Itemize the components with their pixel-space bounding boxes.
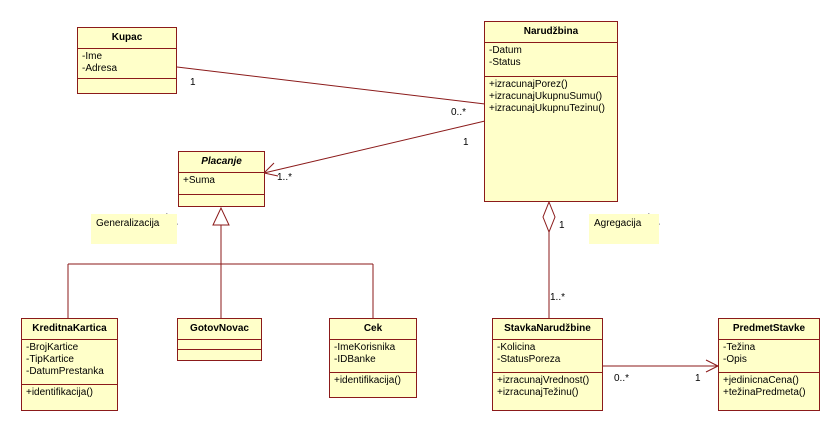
class-name: Placanje <box>179 152 264 173</box>
operation: +izracunajUkupnuTezinu() <box>489 103 605 114</box>
attribute: -DatumPrestanka <box>26 366 104 377</box>
multiplicity-placanje-end: 1..* <box>277 172 293 183</box>
operation: +jedinicnaCena() <box>723 375 799 386</box>
attributes-section <box>178 340 261 350</box>
attributes-section: -Datum -Status <box>485 43 617 77</box>
class-name: Narudžbina <box>485 22 617 43</box>
operation: +izracunajTežinu() <box>497 387 579 398</box>
note-agregacija[interactable]: Agregacija <box>589 214 659 244</box>
multiplicity-narudzbina-placanje-end: 1 <box>463 137 469 148</box>
multiplicity-narudzbina-kupac-end: 0..* <box>451 107 467 118</box>
class-predmet-stavke[interactable]: PredmetStavke -Težina -Opis +jedinicnaCe… <box>718 318 820 411</box>
class-placanje[interactable]: Placanje +Suma <box>178 151 265 207</box>
operation: +identifikacija() <box>26 387 93 398</box>
class-name: GotovNovac <box>178 319 261 340</box>
class-name: PredmetStavke <box>719 319 819 340</box>
attributes-section: -Ime -Adresa <box>78 49 176 79</box>
multiplicity-predmet-end: 1 <box>695 373 701 384</box>
aggregation-diamond <box>542 200 556 234</box>
attribute: -Težina <box>723 342 756 353</box>
attribute: -Opis <box>723 354 747 365</box>
operations-section: +jedinicnaCena() +težinaPredmeta() <box>719 373 819 401</box>
operations-section <box>178 350 261 361</box>
class-kupac[interactable]: Kupac -Ime -Adresa <box>77 27 177 94</box>
attribute: -Ime <box>82 51 102 62</box>
operations-section <box>179 195 264 206</box>
operations-section: +identifikacija() <box>330 373 416 389</box>
attribute: +Suma <box>183 175 215 186</box>
navigation-arrowhead <box>262 162 279 177</box>
class-name: KreditnaKartica <box>22 319 117 340</box>
multiplicity-kupac-end: 1 <box>190 77 196 88</box>
generalization-triangle <box>212 206 230 226</box>
attribute: -ImeKorisnika <box>334 342 396 353</box>
attribute: -StatusPoreza <box>497 354 561 365</box>
operation: +izracunajUkupnuSumu() <box>489 91 603 102</box>
operations-section: +identifikacija() <box>22 385 117 401</box>
attribute: -Adresa <box>82 63 118 74</box>
class-narudzbina[interactable]: Narudžbina -Datum -Status +izracunajPore… <box>484 21 618 202</box>
attributes-section: +Suma <box>179 173 264 195</box>
operations-section <box>78 79 176 87</box>
attributes-section: -Težina -Opis <box>719 340 819 373</box>
class-gotov-novac[interactable]: GotovNovac <box>177 318 262 361</box>
class-kreditna-kartica[interactable]: KreditnaKartica -BrojKartice -TipKartice… <box>21 318 118 411</box>
note-generalizacija[interactable]: Generalizacija <box>91 214 177 244</box>
attribute: -Kolicina <box>497 342 536 353</box>
attribute: -Status <box>489 57 521 68</box>
attribute: -BrojKartice <box>26 342 79 353</box>
operation: +izracunajPorez() <box>489 79 568 90</box>
association-kupac-narudzbina[interactable] <box>176 66 486 105</box>
multiplicity-narudzbina-stavka-end: 1 <box>559 220 565 231</box>
note-text: Agregacija <box>594 218 642 229</box>
operations-section: +izracunajPorez() +izracunajUkupnuSumu()… <box>485 77 617 117</box>
operation: +izracunajVrednost() <box>497 375 590 386</box>
attributes-section: -Kolicina -StatusPoreza <box>493 340 602 373</box>
multiplicity-stavka-end: 1..* <box>550 292 566 303</box>
class-cek[interactable]: Cek -ImeKorisnika -IDBanke +identifikaci… <box>329 318 417 398</box>
operations-section: +izracunajVrednost() +izracunajTežinu() <box>493 373 602 401</box>
attribute: -IDBanke <box>334 354 376 365</box>
generalization-tree[interactable] <box>67 225 374 318</box>
class-name: Kupac <box>78 28 176 49</box>
note-text: Generalizacija <box>96 218 160 229</box>
attributes-section: -ImeKorisnika -IDBanke <box>330 340 416 373</box>
attribute: -TipKartice <box>26 354 74 365</box>
attributes-section: -BrojKartice -TipKartice -DatumPrestanka <box>22 340 117 385</box>
class-name: StavkaNarudžbine <box>493 319 602 340</box>
class-stavka-narudzbine[interactable]: StavkaNarudžbine -Kolicina -StatusPoreza… <box>492 318 603 411</box>
operation: +identifikacija() <box>334 375 401 386</box>
operation: +težinaPredmeta() <box>723 387 806 398</box>
multiplicity-stavka-predmet-end: 0..* <box>614 373 630 384</box>
class-name: Cek <box>330 319 416 340</box>
association-narudzbina-placanje[interactable] <box>263 120 486 174</box>
attribute: -Datum <box>489 45 522 56</box>
